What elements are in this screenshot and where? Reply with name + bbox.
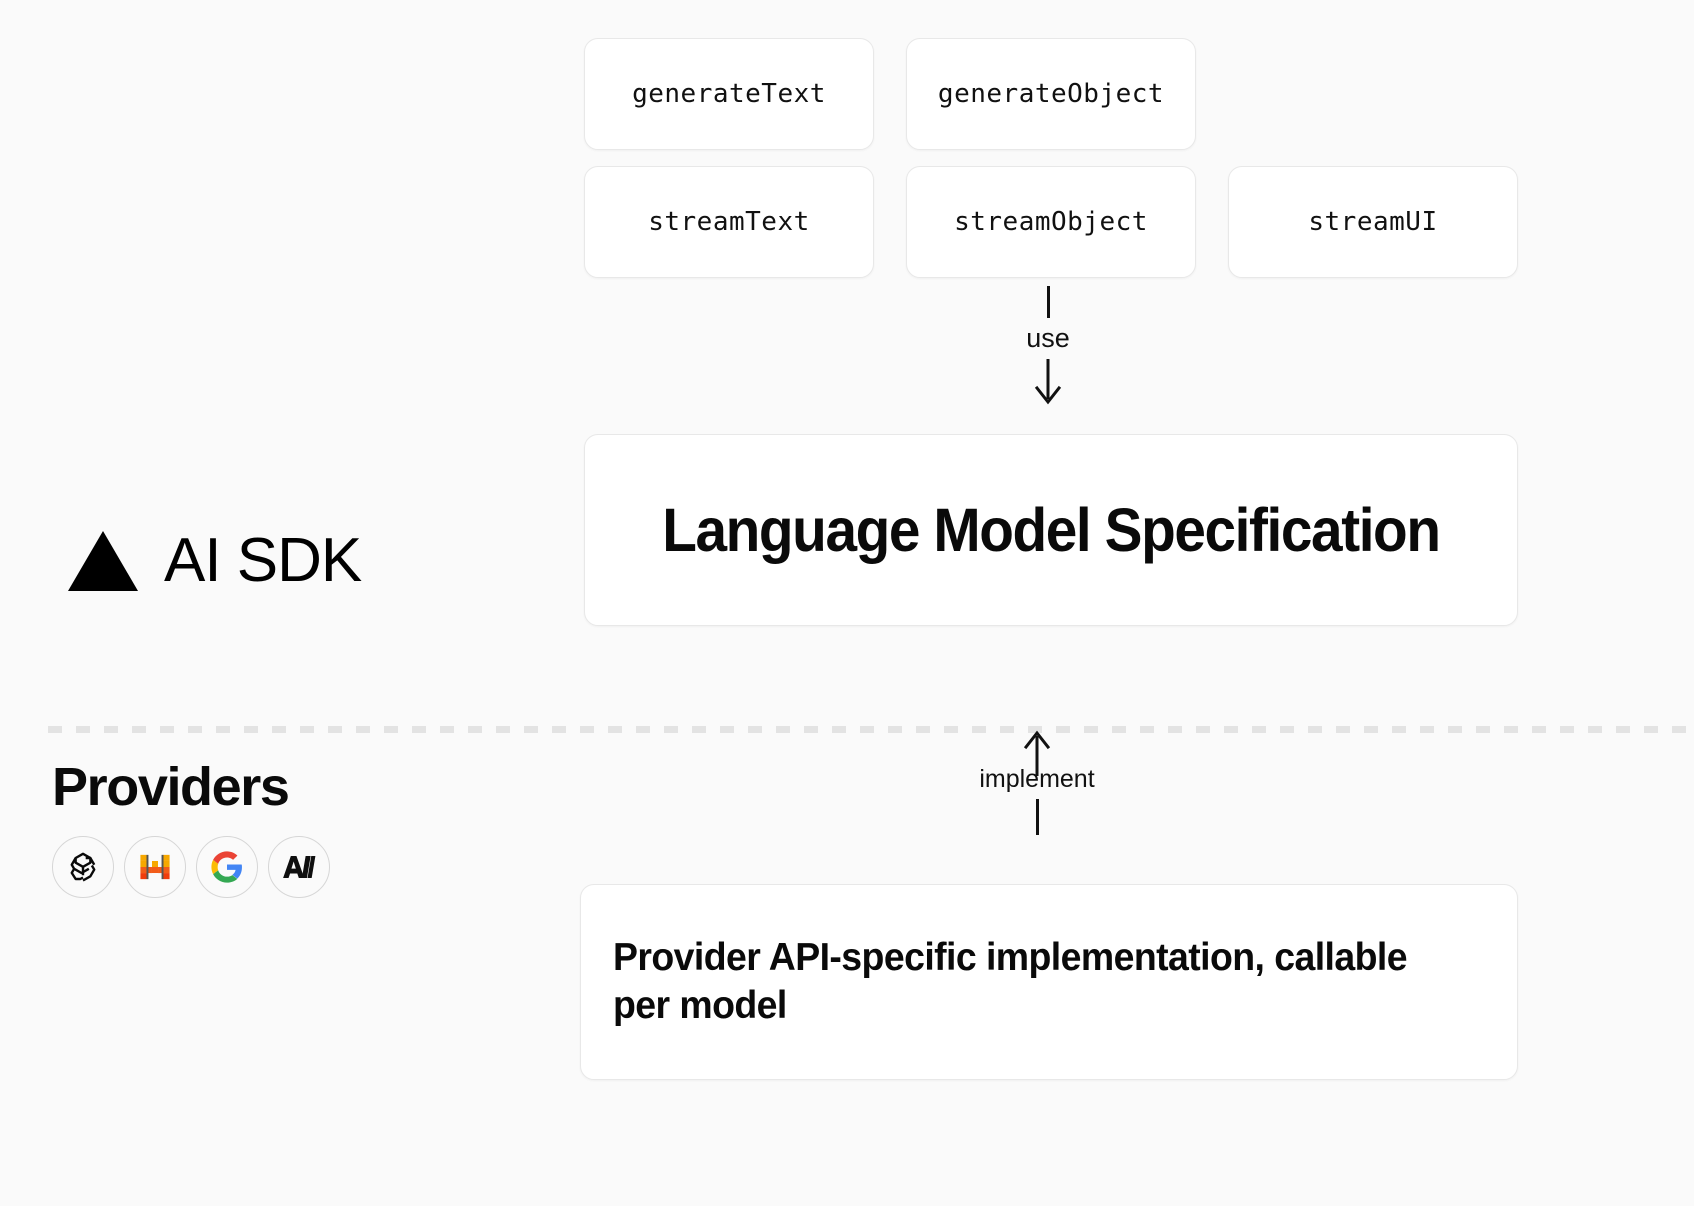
connector-use: use (1000, 286, 1096, 405)
provider-chip-openai[interactable] (52, 836, 114, 898)
provider-chip-google[interactable] (196, 836, 258, 898)
anthropic-icon (282, 852, 316, 882)
arrow-down-icon (1033, 359, 1063, 405)
openai-icon (65, 849, 101, 885)
providers-title: Providers (52, 757, 290, 817)
connector-use-stem-top (1046, 286, 1050, 318)
ai-sdk-lockup: AI SDK (68, 526, 362, 595)
api-box-generate-object[interactable]: generateObject (906, 38, 1196, 150)
provider-chip-anthropic[interactable] (268, 836, 330, 898)
api-box-stream-ui[interactable]: streamUI (1228, 166, 1518, 278)
provider-chip-mistral[interactable] (124, 836, 186, 898)
connector-implement-stem-bottom (1035, 799, 1039, 835)
arrow-up-icon (1022, 730, 1052, 776)
api-box-generate-text[interactable]: generateText (584, 38, 874, 150)
connector-implement: implement (962, 730, 1112, 835)
language-model-specification-box[interactable]: Language Model Specification (584, 434, 1518, 626)
provider-implementation-box[interactable]: Provider API-specific implementation, ca… (580, 884, 1518, 1080)
provider-implementation-text: Provider API-specific implementation, ca… (613, 936, 1408, 1027)
provider-icon-list (52, 836, 330, 898)
providers-block: Providers (52, 760, 330, 898)
connector-use-label: use (1026, 323, 1070, 353)
api-box-stream-text[interactable]: streamText (584, 166, 874, 278)
layer-divider (48, 726, 1694, 733)
vercel-triangle-icon (68, 531, 138, 591)
mistral-icon (138, 850, 172, 884)
api-box-stream-object[interactable]: streamObject (906, 166, 1196, 278)
language-model-specification-title: Language Model Specification (662, 496, 1441, 564)
google-icon (210, 850, 244, 884)
ai-sdk-label: AI SDK (164, 526, 362, 595)
